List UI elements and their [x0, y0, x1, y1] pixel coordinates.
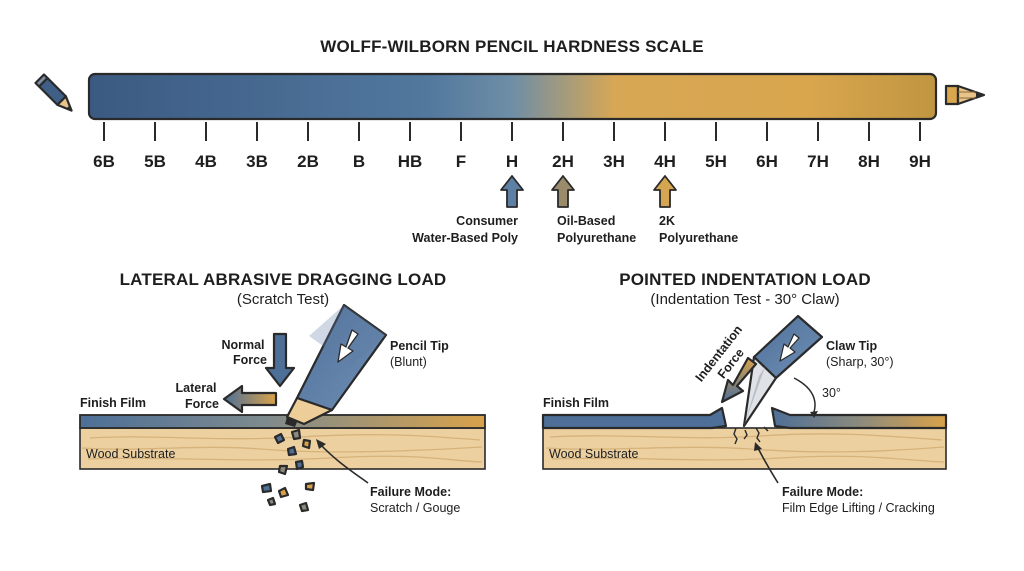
scale-label-6b: 6B — [93, 152, 115, 171]
wood-substrate-label-right: Wood Substrate — [549, 447, 638, 461]
wood-substrate-label-left: Wood Substrate — [86, 447, 175, 461]
scale-label-6h: 6H — [756, 152, 778, 171]
scale-label-hb: HB — [398, 152, 423, 171]
normal-force-label-1: Normal — [221, 338, 264, 352]
marker-label-2h-2: Polyurethane — [557, 231, 636, 245]
failure-mode-desc-left: Scratch / Gouge — [370, 501, 460, 515]
scale-label-3b: 3B — [246, 152, 268, 171]
pencil-tip-note: (Blunt) — [390, 355, 427, 369]
indentation-force-arrow — [720, 356, 758, 404]
scale-label-5h: 5H — [705, 152, 727, 171]
pencil-soft-icon — [34, 73, 73, 112]
scale-label-b: B — [353, 152, 365, 171]
lateral-force-arrow — [222, 384, 278, 414]
hardness-gradient-bar — [87, 72, 938, 121]
scale-title: WOLFF-WILBORN PENCIL HARDNESS SCALE — [320, 37, 704, 56]
finish-film-label-right: Finish Film — [543, 396, 609, 410]
left-panel-subtitle: (Scratch Test) — [237, 291, 329, 308]
scale-label-2b: 2B — [297, 152, 319, 171]
angle-label: 30° — [822, 386, 841, 400]
right-panel-subtitle: (Indentation Test - 30° Claw) — [650, 291, 839, 308]
blunt-pencil — [285, 303, 388, 427]
scale-tick-labels: 6B 5B 4B 3B 2B B HB F H 2H 3H 4H 5H 6H 7H 8H 9H — [93, 152, 931, 171]
scale-label-8h: 8H — [858, 152, 880, 171]
scale-label-7h: 7H — [807, 152, 829, 171]
marker-arrow-h — [500, 175, 524, 208]
angle-arc — [793, 377, 818, 418]
claw-tip-label: Claw Tip — [826, 339, 878, 353]
marker-label-4h-2: Polyurethane — [659, 231, 738, 245]
right-panel-title: POINTED INDENTATION LOAD — [619, 270, 871, 289]
scale-label-4h: 4H — [654, 152, 676, 171]
lateral-force-label-2: Force — [185, 397, 219, 411]
normal-force-label-2: Force — [233, 353, 267, 367]
scale-label-2h: 2H — [552, 152, 574, 171]
failure-callout-arrow-right — [754, 442, 779, 484]
scale-label-4b: 4B — [195, 152, 217, 171]
scratch-debris — [260, 428, 316, 513]
finish-film-label-left: Finish Film — [80, 396, 146, 410]
failure-mode-desc-right: Film Edge Lifting / Cracking — [782, 501, 935, 515]
marker-label-h-1: Consumer — [456, 214, 518, 228]
pencil-tip-label: Pencil Tip — [390, 339, 449, 353]
scale-label-5b: 5B — [144, 152, 166, 171]
failure-mode-label-right: Failure Mode: — [782, 485, 863, 499]
failure-callout-arrow-left — [316, 439, 369, 484]
finish-film-left — [79, 414, 486, 429]
scale-label-3h: 3H — [603, 152, 625, 171]
claw-tip — [742, 314, 824, 428]
marker-label-h-2: Water-Based Poly — [412, 231, 518, 245]
finish-film-right — [541, 406, 948, 430]
scale-label-9h: 9H — [909, 152, 931, 171]
wood-substrate-right — [542, 427, 947, 470]
normal-force-arrow — [264, 332, 296, 388]
scale-ticks — [103, 122, 921, 141]
lateral-force-label-1: Lateral — [176, 381, 217, 395]
marker-label-4h-1: 2K — [659, 214, 675, 228]
left-panel-title: LATERAL ABRASIVE DRAGGING LOAD — [120, 270, 447, 289]
pencil-hard-icon — [944, 84, 986, 106]
marker-arrow-2h — [551, 175, 575, 208]
crack-lines — [733, 426, 769, 445]
scale-label-f: F — [456, 152, 466, 171]
scale-label-h: H — [506, 152, 518, 171]
claw-tip-note: (Sharp, 30°) — [826, 355, 894, 369]
marker-arrow-4h — [653, 175, 677, 208]
failure-mode-label-left: Failure Mode: — [370, 485, 451, 499]
marker-label-2h-1: Oil-Based — [557, 214, 615, 228]
